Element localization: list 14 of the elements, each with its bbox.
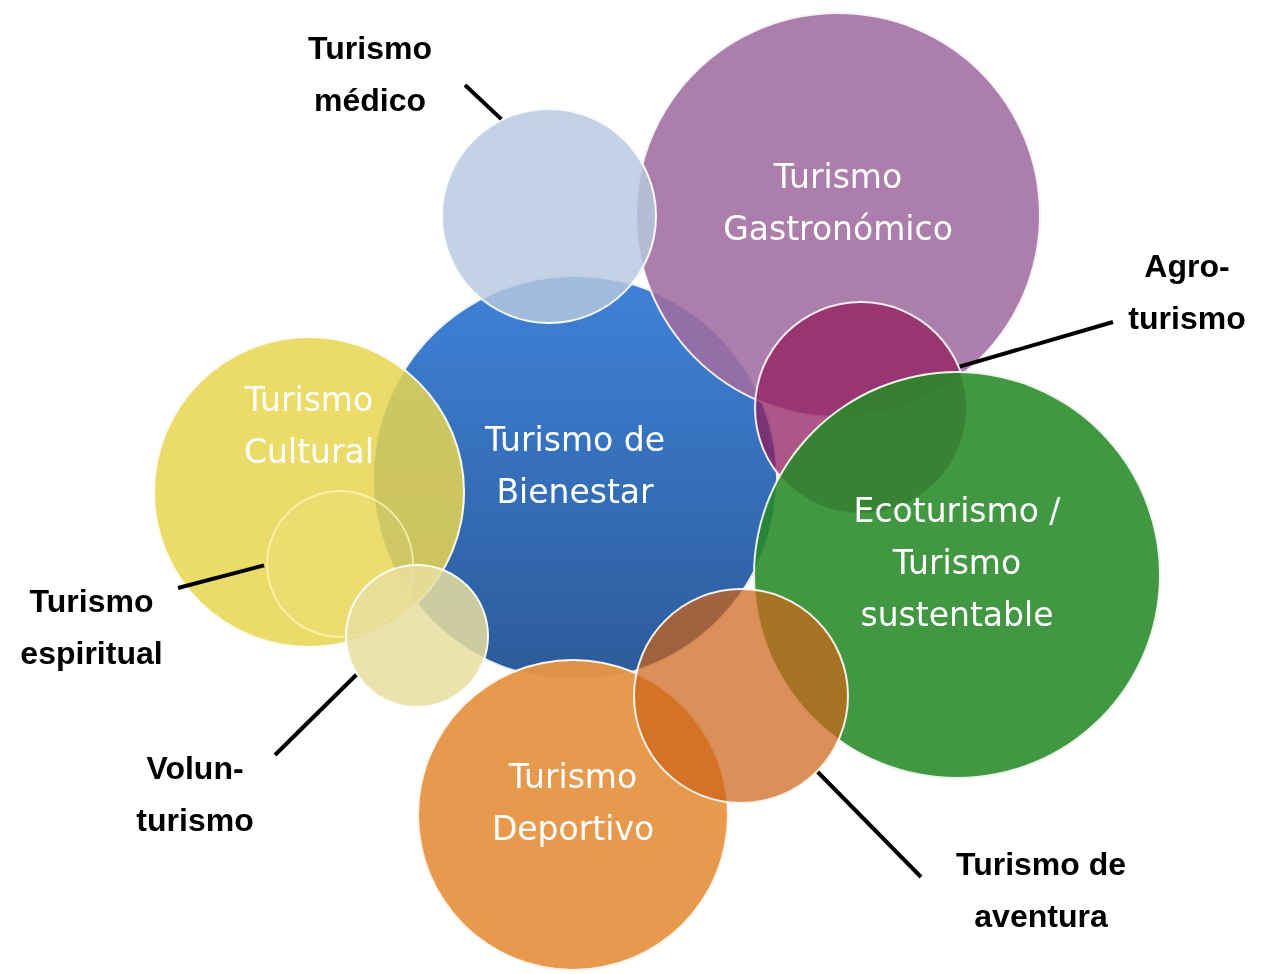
callout-label: Turismo espiritual <box>5 575 178 679</box>
leader-line <box>273 673 358 757</box>
bubble-label: Turismo Cultural <box>243 379 375 473</box>
bubble-label: Turismo de Bienestar <box>483 419 667 513</box>
leader-line <box>816 770 923 879</box>
callout-label: Agro- turismo <box>1113 240 1261 344</box>
bubble-label: Ecoturismo / Turismo sustentable <box>852 490 1062 636</box>
callout-label: Volun- turismo <box>115 742 275 846</box>
callout-label: Turismo médico <box>275 22 465 126</box>
callout-label: Turismo de aventura <box>921 838 1161 942</box>
leader-line <box>959 320 1114 369</box>
bubble-label: Turismo Deportivo <box>490 756 656 850</box>
leader-line <box>463 83 503 121</box>
bubble-label: Turismo Gastronómico <box>722 156 954 250</box>
